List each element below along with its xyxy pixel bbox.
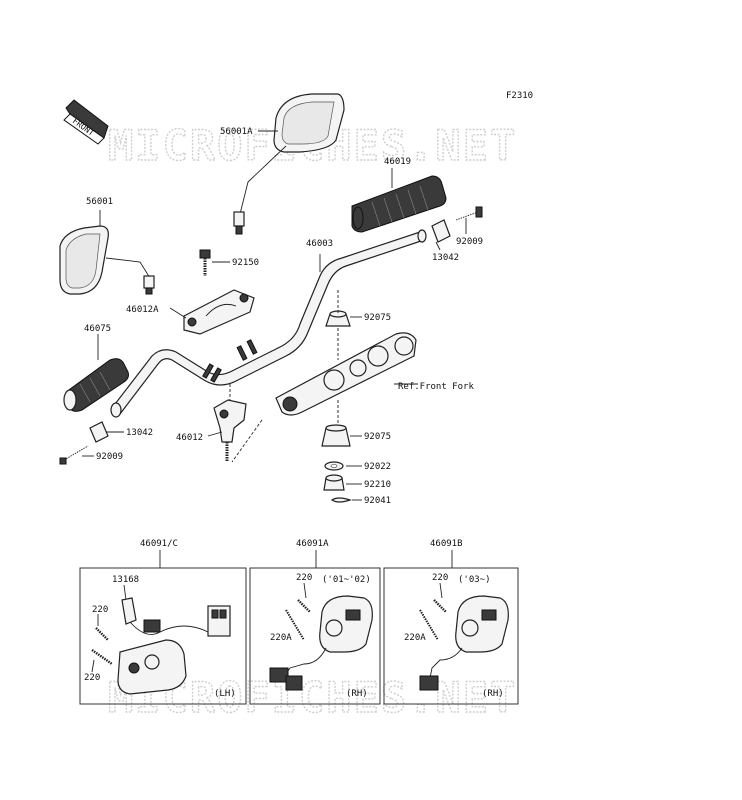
label-56001A: 56001A xyxy=(220,127,253,137)
label-92022: 92022 xyxy=(364,462,391,472)
label-46012A: 46012A xyxy=(126,305,159,315)
label-56001: 56001 xyxy=(86,197,113,207)
label-ref-front-fork: Ref.Front Fork xyxy=(398,382,474,392)
label-46003: 46003 xyxy=(306,239,333,249)
label-rh2-side: (RH) xyxy=(482,689,504,699)
label-220-lh-upper: 220 xyxy=(92,605,108,615)
nut-92210 xyxy=(323,474,345,491)
label-92150: 92150 xyxy=(232,258,259,268)
label-13042-left: 13042 xyxy=(126,428,153,438)
label-rh1-side: (RH) xyxy=(346,689,368,699)
bar-end-left xyxy=(59,421,109,465)
label-46019: 46019 xyxy=(384,157,411,167)
mirror-right xyxy=(233,93,345,235)
label-years-rh1: ('01~'02) xyxy=(322,575,371,585)
box-rh-switch-01-02 xyxy=(249,567,381,705)
label-92210: 92210 xyxy=(364,480,391,490)
switch-rh2 xyxy=(419,595,509,691)
switch-lh xyxy=(91,597,231,695)
label-46091B: 46091B xyxy=(430,539,463,549)
label-220A-rh2: 220A xyxy=(404,633,426,643)
label-92009-left: 92009 xyxy=(96,452,123,462)
label-92009-right: 92009 xyxy=(456,237,483,247)
box-lh-switch xyxy=(79,567,247,705)
bolt-92150 xyxy=(199,249,211,276)
label-92075-lower: 92075 xyxy=(364,432,391,442)
label-220-rh2: 220 xyxy=(432,573,448,583)
label-13168: 13168 xyxy=(112,575,139,585)
bar-end-right xyxy=(431,206,483,243)
box-rh-switch-03 xyxy=(383,567,519,705)
grip-left xyxy=(63,358,129,412)
label-13042-right: 13042 xyxy=(432,253,459,263)
label-220A-rh1: 220A xyxy=(270,633,292,643)
label-lh-side: (LH) xyxy=(214,689,236,699)
label-46075: 46075 xyxy=(84,324,111,334)
grip-right xyxy=(351,175,447,233)
label-92041: 92041 xyxy=(364,496,391,506)
fork-upper-bracket xyxy=(275,332,417,416)
rubber-92075-upper xyxy=(325,310,351,327)
holder-lower xyxy=(213,399,247,462)
label-46091A: 46091A xyxy=(296,539,329,549)
holder-upper xyxy=(183,289,255,335)
mirror-left xyxy=(59,225,155,295)
rubber-92075-lower xyxy=(321,424,351,447)
alignment-lines xyxy=(229,290,339,463)
switch-rh1 xyxy=(269,595,373,691)
cotter-pin-92041 xyxy=(330,497,352,503)
label-220-lh-lower: 220 xyxy=(84,673,100,683)
label-years-rh2: ('03~) xyxy=(458,575,491,585)
handlebar xyxy=(110,229,427,418)
label-46012: 46012 xyxy=(176,433,203,443)
label-46091C: 46091/C xyxy=(140,539,178,549)
label-220-rh1: 220 xyxy=(296,573,312,583)
figure-code: F2310 xyxy=(506,91,533,101)
label-92075-upper: 92075 xyxy=(364,313,391,323)
front-arrow-icon: FRONT xyxy=(63,99,109,145)
